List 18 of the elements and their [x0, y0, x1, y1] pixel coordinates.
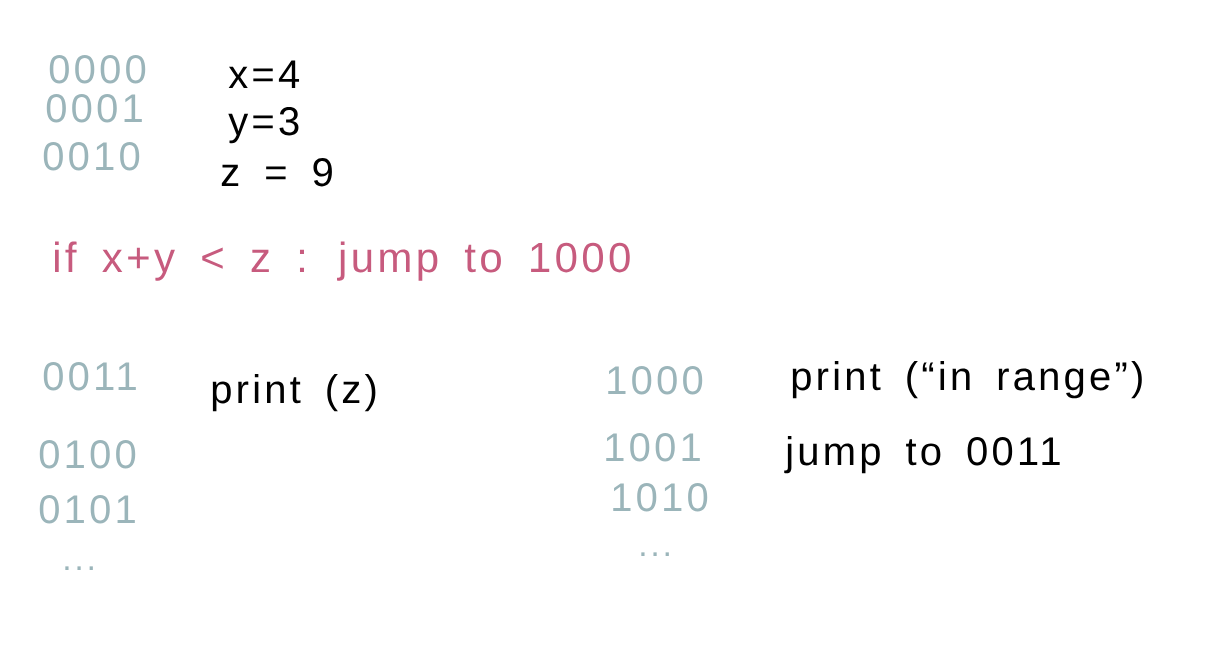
- code-line: z = 9: [221, 158, 332, 187]
- address-number: 1001: [606, 433, 700, 462]
- address-number: 0010: [43, 142, 140, 171]
- address-number: 1010: [613, 483, 708, 512]
- ellipsis: ...: [65, 566, 93, 570]
- address-number: 1000: [608, 366, 703, 395]
- code-line: x=4: [228, 60, 300, 88]
- address-number: 0001: [46, 94, 142, 123]
- address-number: 0100: [39, 440, 136, 469]
- code-line: jump to 0011: [784, 436, 1060, 474]
- address-number: 0101: [39, 495, 135, 524]
- condition-line: if x+y < z : jump to 1000: [55, 241, 630, 281]
- code-line: y=3: [228, 107, 299, 144]
- code-line: print (“in range”): [792, 361, 1142, 399]
- address-number: 0000: [49, 55, 146, 84]
- ellipsis: ...: [641, 552, 669, 556]
- code-line: print (z): [212, 374, 376, 412]
- address-number: 0011: [43, 362, 136, 391]
